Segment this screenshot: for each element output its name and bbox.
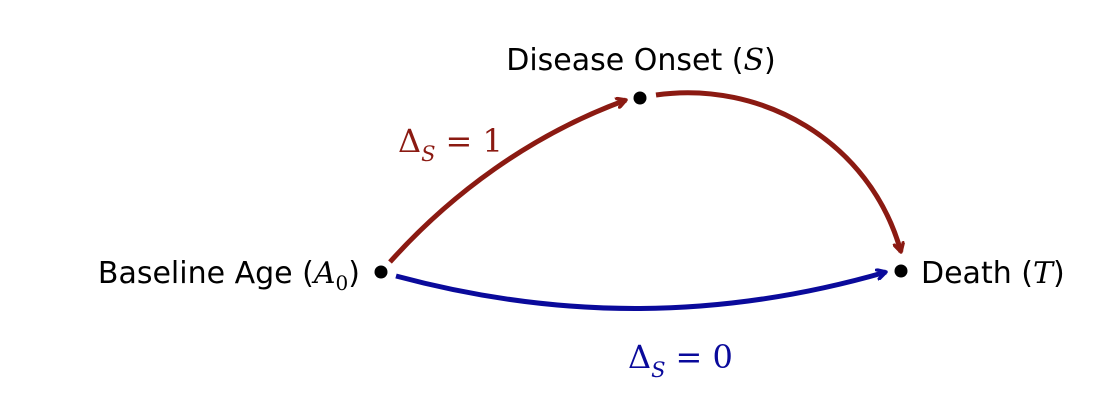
red-equals: = 1 [446,122,503,160]
blue-delta: Δ [628,338,651,376]
baseline-symbol: A [311,256,336,291]
edge-baseline-to-onset [388,100,626,264]
onset-name: Disease Onset [506,43,722,78]
red-subscript: S [421,142,435,166]
death-name: Death [921,256,1012,291]
node-label-baseline: Baseline Age (A0) [98,256,360,295]
node-dot-death [894,264,908,278]
edge-label-red: ΔS = 1 [398,122,503,166]
blue-equals: = 0 [676,338,733,376]
edge-onset-to-death [655,90,901,252]
blue-subscript: S [651,358,665,382]
edge-label-blue: ΔS = 0 [628,338,733,382]
red-delta: Δ [398,122,421,160]
baseline-subscript: 0 [336,271,349,295]
node-dot-baseline [374,265,388,279]
node-dot-onset [633,91,647,105]
node-label-onset: Disease Onset (S) [506,43,776,78]
edge-baseline-to-death [395,272,886,311]
death-symbol: T [1033,256,1055,291]
onset-symbol: S [743,43,764,78]
baseline-name: Baseline Age [98,256,293,291]
node-label-death: Death (T) [921,256,1065,291]
